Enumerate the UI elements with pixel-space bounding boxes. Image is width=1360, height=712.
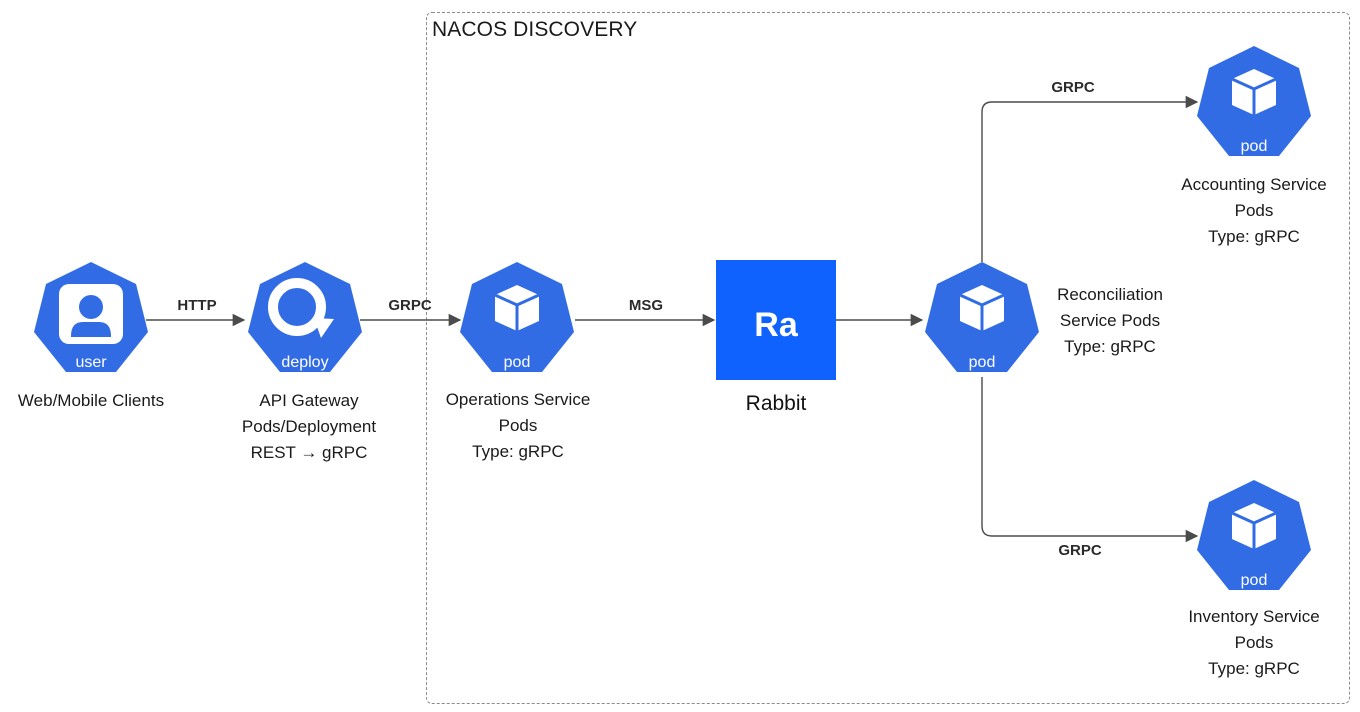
- rabbit-node[interactable]: Ra: [716, 260, 836, 380]
- deploy-icon: [268, 278, 334, 338]
- operations-label: Operations Service Pods Type: gRPC: [446, 387, 591, 465]
- web-clients-label-line-1: Web/Mobile Clients: [17, 391, 165, 410]
- api-gateway-label: API Gateway Pods/Deployment REST → gRPC: [242, 388, 376, 466]
- accounting-label-line-3: Type: gRPC: [1208, 227, 1300, 246]
- api-gateway-label-line-2: Pods/Deployment: [241, 417, 377, 436]
- web-clients-label: Web/Mobile Clients: [18, 388, 164, 414]
- reconciliation-label: Reconciliation Service Pods Type: gRPC: [1057, 282, 1163, 360]
- operations-label-line-2: Pods: [498, 416, 538, 435]
- pod-icon: [1231, 69, 1277, 115]
- rabbitmq-icon: [716, 260, 836, 380]
- nacos-discovery-group: [426, 12, 1350, 704]
- pod-icon: [1231, 503, 1277, 549]
- edge-label-grpc-inventory: GRPC: [1058, 542, 1102, 559]
- inventory-label-line-2: Pods: [1234, 633, 1274, 652]
- deploy-node-text: deploy: [281, 354, 328, 371]
- edges: [146, 95, 1199, 543]
- inventory-pod-node[interactable]: pod: [1197, 480, 1311, 590]
- edge-grpc-inventory: [981, 377, 1199, 543]
- inventory-label: Inventory Service Pods Type: gRPC: [1188, 604, 1319, 682]
- api-gateway-label-line-3: REST → gRPC: [250, 443, 368, 462]
- operations-pod-text: pod: [504, 354, 531, 371]
- inventory-label-line-3: Type: gRPC: [1208, 659, 1300, 678]
- operations-label-line-1: Operations Service: [445, 390, 591, 409]
- group-title: NACOS DISCOVERY: [432, 18, 638, 41]
- user-icon: [59, 284, 123, 344]
- reconciliation-pod-node[interactable]: pod: [925, 262, 1039, 372]
- accounting-label-line-1: Accounting Service: [1181, 175, 1327, 194]
- accounting-label: Accounting Service Pods Type: gRPC: [1181, 172, 1327, 250]
- api-gateway-label-line-1: API Gateway: [259, 391, 359, 410]
- rabbit-icon-text: Ra: [754, 306, 799, 344]
- pod-icon: [959, 285, 1005, 331]
- rabbit-label: Rabbit: [745, 392, 807, 415]
- accounting-label-line-2: Pods: [1234, 201, 1274, 220]
- user-node-text: user: [75, 354, 107, 371]
- inventory-label-line-1: Inventory Service: [1188, 607, 1320, 626]
- pod-icon: [494, 285, 540, 331]
- reconciliation-pod-text: pod: [969, 354, 996, 371]
- operations-pod-node[interactable]: pod: [460, 262, 574, 372]
- reconciliation-label-line-2: Service Pods: [1059, 311, 1161, 330]
- edge-grpc-accounting: [981, 95, 1199, 262]
- operations-label-line-3: Type: gRPC: [472, 442, 564, 461]
- edge-label-grpc-accounting: GRPC: [1051, 79, 1095, 96]
- edge-label-msg: MSG: [628, 297, 664, 314]
- inventory-pod-text: pod: [1241, 572, 1268, 589]
- web-clients-node[interactable]: user: [34, 262, 148, 372]
- reconciliation-label-line-1: Reconciliation: [1057, 285, 1163, 304]
- reconciliation-label-line-3: Type: gRPC: [1064, 337, 1156, 356]
- edge-label-http: HTTP: [177, 297, 217, 314]
- accounting-pod-text: pod: [1241, 138, 1268, 155]
- accounting-pod-node[interactable]: pod: [1197, 46, 1311, 156]
- edge-label-grpc-gateway: GRPC: [388, 297, 432, 314]
- api-gateway-node[interactable]: deploy: [248, 262, 362, 372]
